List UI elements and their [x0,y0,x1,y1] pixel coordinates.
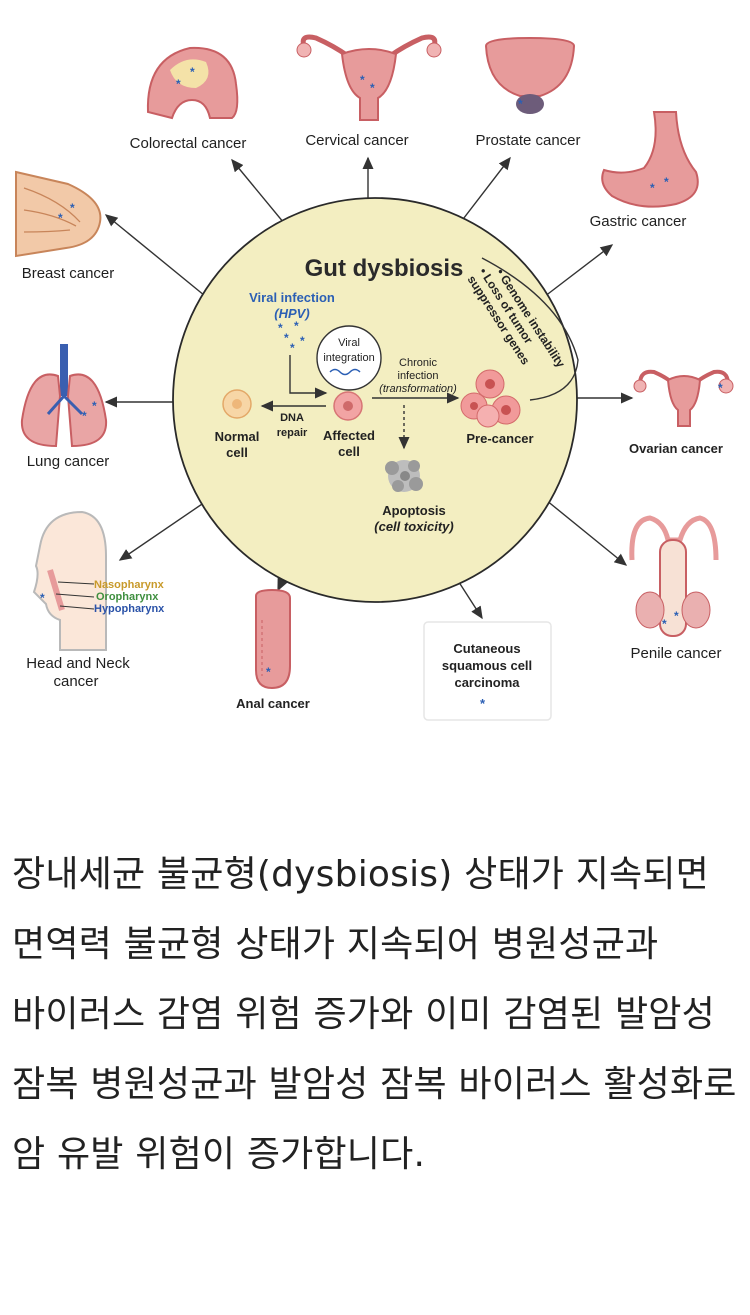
ovarian-organ-icon: * [633,369,734,427]
svg-text:Chronic: Chronic [399,357,437,369]
svg-text:Affected: Affected [323,428,375,443]
svg-text:infection: infection [398,370,439,382]
hypopharynx-label: Hypopharynx [94,603,165,615]
dna-strand-icon [329,368,361,376]
internal-arrows [260,355,460,450]
prostate-cancer-label: Prostate cancer [475,132,580,149]
dysbiosis-title: Gut dysbiosis [305,255,464,282]
breast-organ-icon: * * [15,170,102,258]
penile-organ-icon: * * [629,515,719,637]
svg-text:cell: cell [226,445,248,460]
head-neck-cancer-label-1: Head and Neck [26,655,130,672]
arrow-penile [545,499,628,566]
cutaneous-label-2: squamous cell [442,658,532,673]
arrow-gastric [539,244,614,301]
svg-text:*: * [82,409,87,423]
arrow-headneck [118,499,209,561]
head-neck-organ-icon: * [32,510,107,651]
svg-text:*: * [294,319,299,333]
arrow-breast [104,214,211,301]
svg-text:*: * [300,334,305,348]
nasopharynx-label: Nasopharynx [94,579,165,591]
cutaneous-virus-icon: * [480,696,486,711]
viral-infection-label: Viral infection [249,290,335,305]
colorectal-organ-icon: * * [146,46,239,120]
hpv-particles-icon: ** *** [278,319,305,355]
cervical-cancer-label: Cervical cancer [305,132,408,149]
breast-cancer-label: Breast cancer [22,265,115,282]
anal-cancer-label: Anal cancer [236,696,310,711]
svg-text:cell: cell [338,444,360,459]
svg-text:*: * [176,77,181,91]
svg-text:*: * [70,201,75,215]
colorectal-cancer-label: Colorectal cancer [130,135,247,152]
svg-text:*: * [664,175,669,189]
svg-text:*: * [278,321,283,335]
svg-text:*: * [190,65,195,79]
dysbiosis-circle [172,197,578,603]
svg-text:*: * [662,617,667,631]
oropharynx-label: Oropharynx [96,591,159,603]
gastric-cancer-label: Gastric cancer [590,213,687,230]
svg-text:repair: repair [277,427,308,439]
prostate-organ-icon: * [484,36,576,114]
caption-text: 장내세균 불균형(dysbiosis) 상태가 지속되면 면역력 불균형 상태가… [12,854,737,1175]
svg-text:(transformation): (transformation) [379,383,457,395]
svg-text:*: * [650,181,655,195]
svg-text:*: * [360,73,365,87]
pre-cancer-cells-icon [460,369,521,428]
svg-text:*: * [370,81,375,95]
penile-cancer-label: Penile cancer [631,645,722,662]
svg-text:*: * [284,331,289,345]
cutaneous-label-1: Cutaneous [453,641,520,656]
ovarian-cancer-label: Ovarian cancer [629,441,723,456]
genome-bracket [481,257,579,401]
hpv-label: (HPV) [274,306,309,321]
lung-organ-icon: * * [20,344,108,448]
svg-text:*: * [290,341,295,355]
svg-text:Normal: Normal [215,429,260,444]
lung-cancer-label: Lung cancer [27,453,110,470]
cutaneous-scc-box [423,621,552,721]
cutaneous-label-3: carcinoma [454,675,520,690]
svg-text:integration: integration [323,352,374,364]
apoptosis-icon [385,460,423,492]
svg-text:Viral: Viral [338,337,360,349]
svg-text:*: * [40,591,45,605]
svg-text:*: * [266,665,271,679]
cervical-organ-icon: * * [296,34,442,121]
svg-text:Apoptosis: Apoptosis [382,503,446,518]
head-neck-cancer-label-2: cancer [53,673,98,690]
pre-cancer-label: Pre-cancer [466,431,533,446]
svg-text:*: * [518,97,523,111]
svg-text:DNA: DNA [280,412,304,424]
svg-text:*: * [92,399,97,413]
viral-integration-bubble [316,325,382,391]
svg-text:*: * [58,211,63,225]
svg-text:*: * [718,381,723,395]
gut-dysbiosis-diagram: Gut dysbiosis • Genome instability • Los… [15,34,734,721]
gastric-organ-icon: * * [601,111,699,208]
svg-text:(cell toxicity): (cell toxicity) [374,519,453,534]
anal-organ-icon: * [255,588,291,690]
svg-text:*: * [674,609,679,623]
